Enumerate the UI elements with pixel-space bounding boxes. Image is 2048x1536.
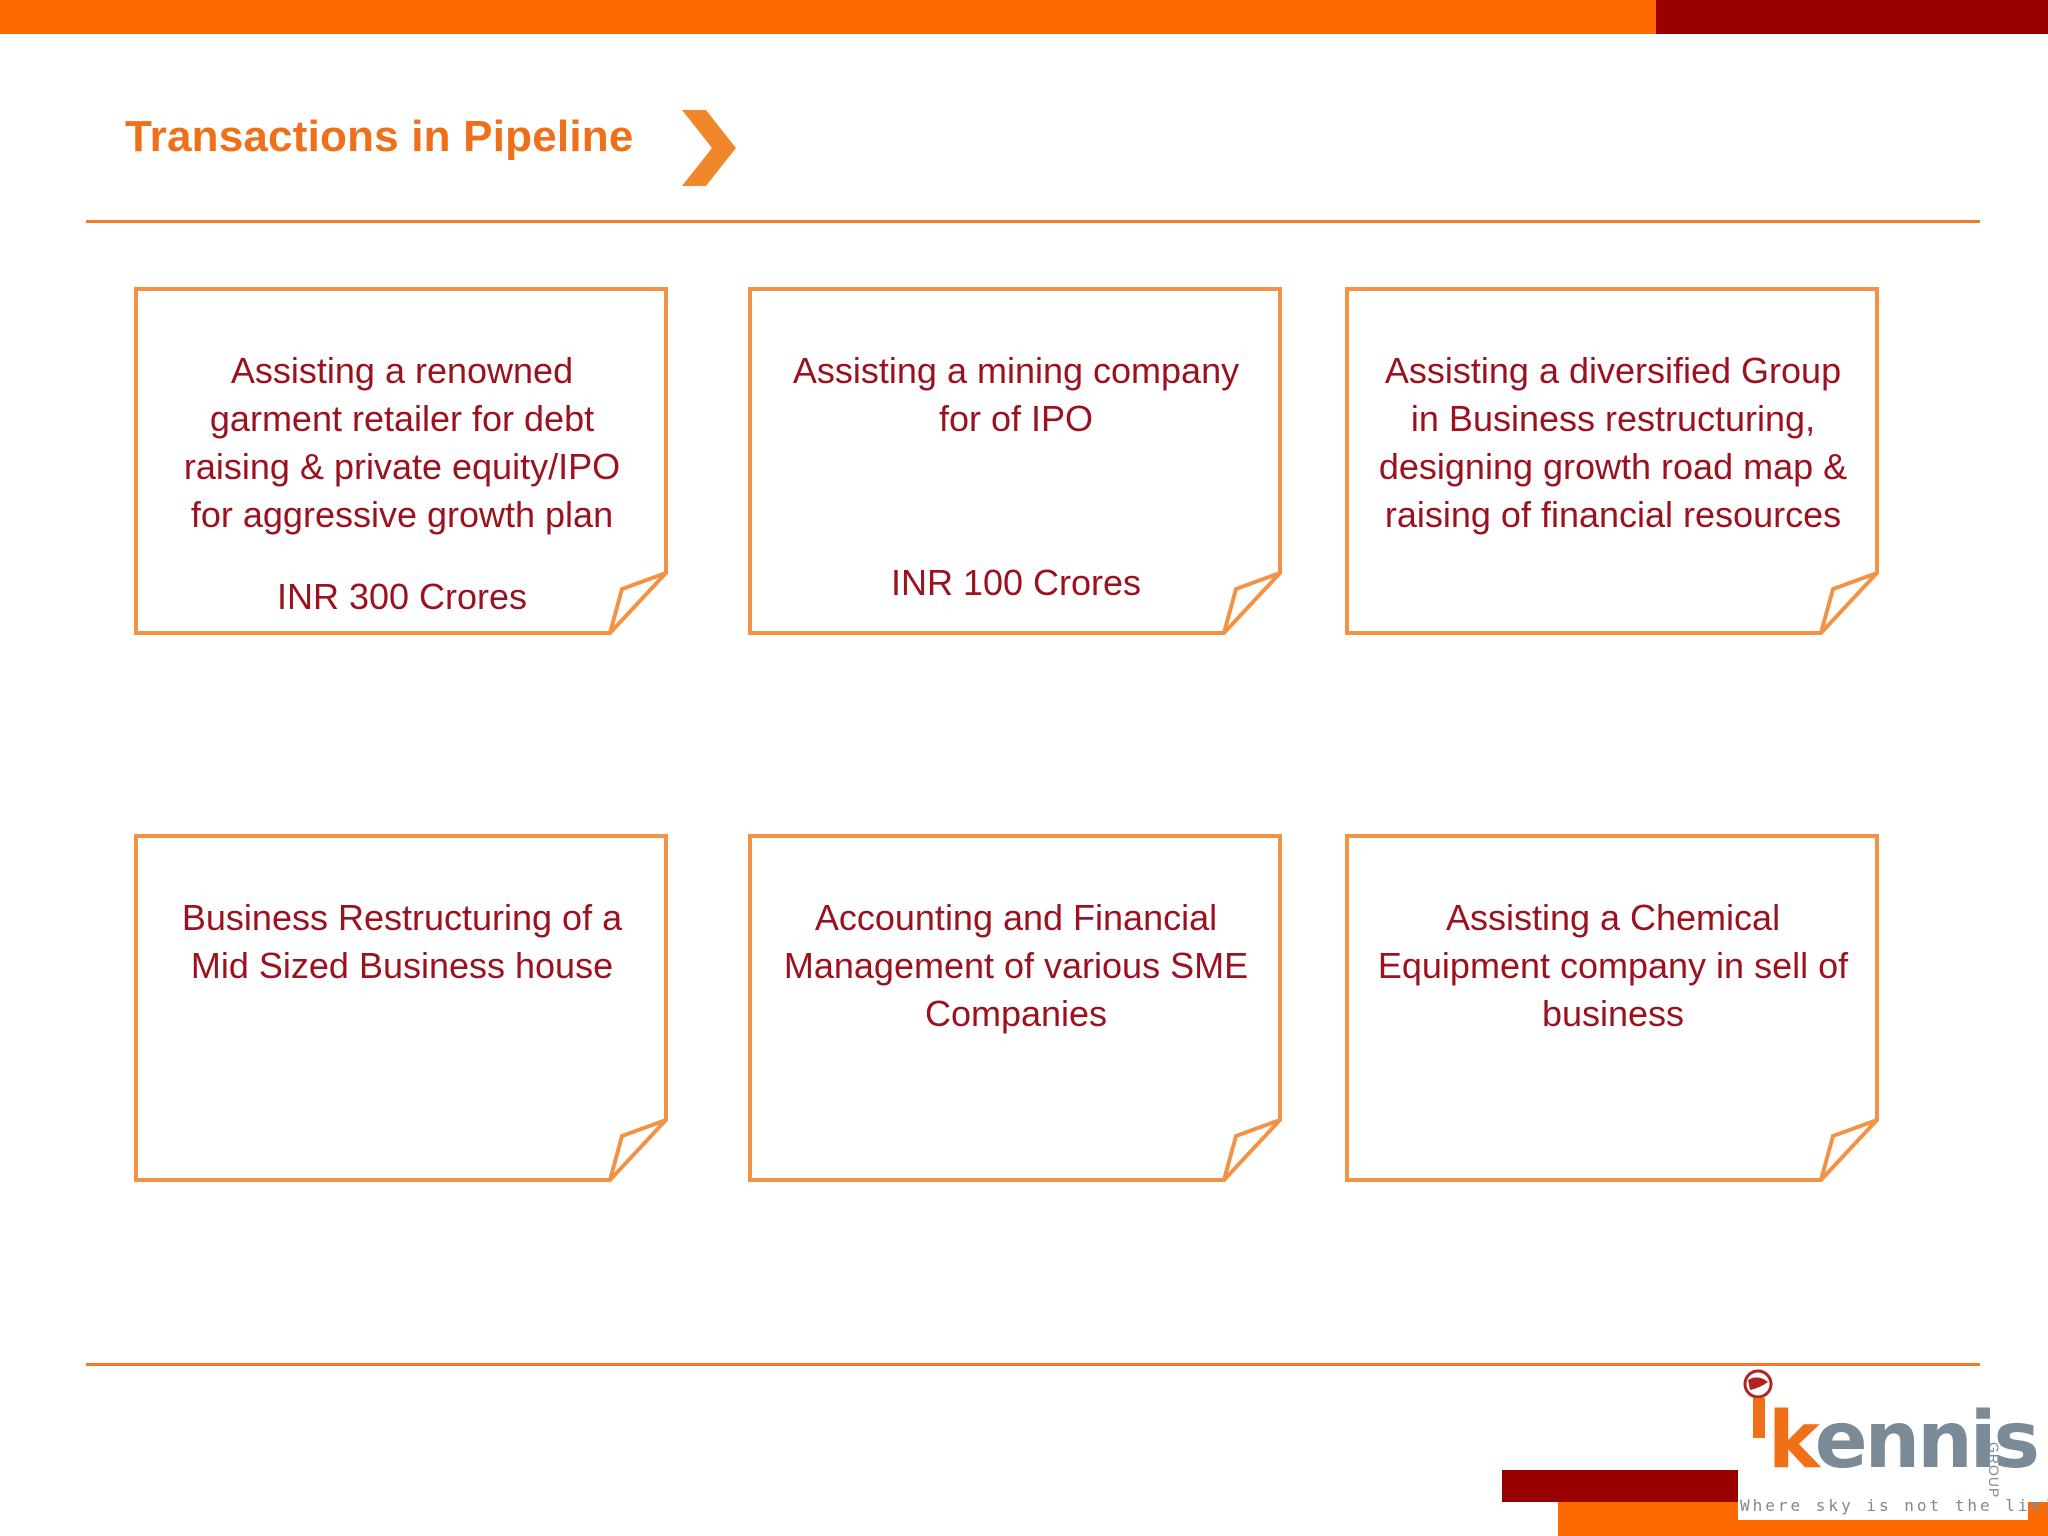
note-frame: [748, 834, 1282, 1182]
chevron-right-icon: [682, 110, 736, 186]
logo-wordmark: kennis: [1768, 1396, 2040, 1486]
header-divider: [86, 220, 1980, 223]
note-frame: [134, 834, 668, 1182]
globe-icon: [1743, 1369, 1773, 1438]
card-description: Business Restructuring of a Mid Sized Bu…: [181, 897, 623, 986]
card-description: Assisting a renowned garment retailer fo…: [183, 350, 621, 535]
page-title: Transactions in Pipeline: [125, 112, 634, 161]
card-description: Assisting a diversified Group in Busines…: [1378, 350, 1848, 535]
card-description: Assisting a mining company for of IPO: [792, 350, 1240, 439]
pipeline-card-business-restructuring: Business Restructuring of a Mid Sized Bu…: [134, 834, 670, 1182]
pipeline-card-chemical-equipment: Assisting a Chemical Equipment company i…: [1345, 834, 1881, 1182]
pipeline-card-diversified-group: Assisting a diversified Group in Busines…: [1345, 287, 1881, 635]
pipeline-card-accounting-sme: Accounting and Financial Management of v…: [748, 834, 1284, 1182]
card-description: Assisting a Chemical Equipment company i…: [1377, 897, 1849, 1034]
note-frame: [748, 287, 1282, 635]
card-description: Accounting and Financial Management of v…: [783, 897, 1249, 1034]
note-frame: [1345, 834, 1879, 1182]
top-accent-bar-orange: [0, 0, 1656, 34]
pipeline-card-mining-ipo: Assisting a mining company for of IPO IN…: [748, 287, 1284, 635]
card-amount: INR 100 Crores: [890, 562, 1142, 603]
note-frame: [134, 287, 668, 635]
kennis-logo: kennis GROUP Where sky is not the limit: [1738, 1368, 2048, 1520]
top-accent-bar-red: [1656, 0, 2048, 34]
pipeline-card-garment-retailer: Assisting a renowned garment retailer fo…: [134, 287, 670, 635]
footer-accent-bar-red: [1502, 1470, 1742, 1502]
logo-tagline: Where sky is not the limit: [1740, 1496, 2048, 1515]
note-frame: [1345, 287, 1879, 635]
footer-divider: [86, 1363, 1980, 1366]
card-amount: INR 300 Crores: [276, 576, 528, 617]
logo-group-label: GROUP: [1986, 1442, 2002, 1499]
